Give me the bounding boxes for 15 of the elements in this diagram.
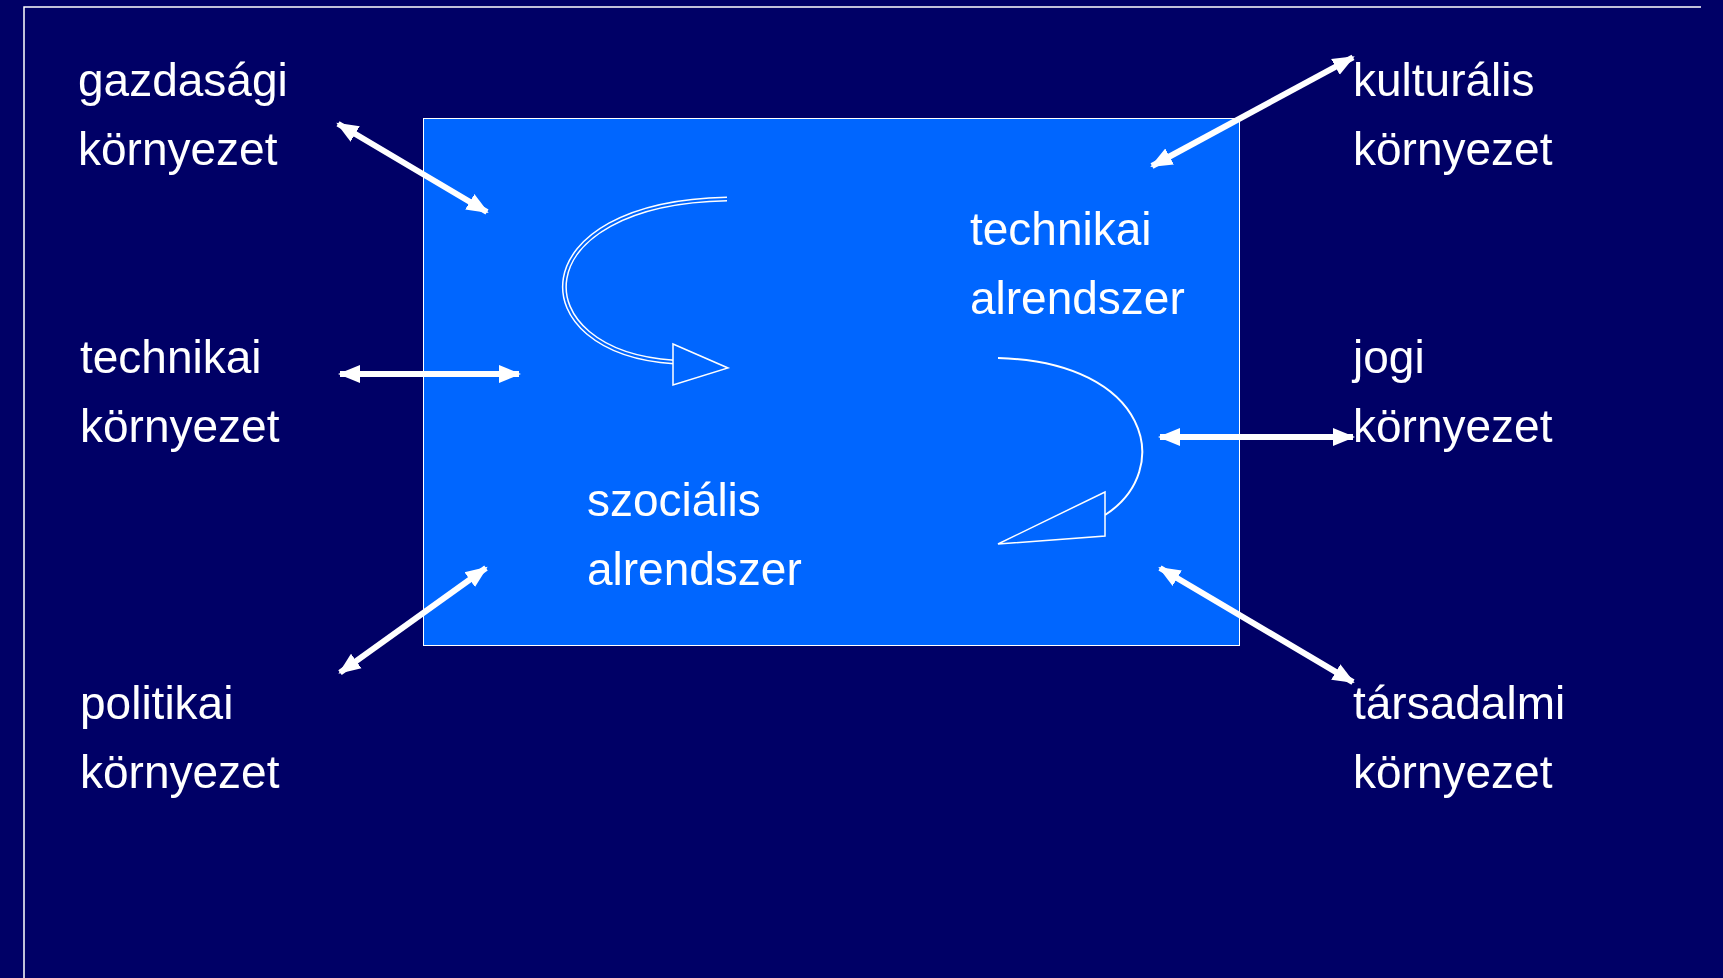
double-arrow bbox=[338, 365, 521, 383]
double-arrow bbox=[1158, 428, 1355, 446]
double-arrow bbox=[1158, 565, 1355, 685]
environment-label: társadalmi környezet bbox=[1353, 676, 1567, 800]
subsystem-label: technikai alrendszer bbox=[970, 202, 1186, 326]
double-arrow bbox=[1150, 54, 1355, 169]
environment-label: technikai környezet bbox=[80, 330, 281, 454]
double-arrow bbox=[338, 565, 488, 676]
environment-label: politikai környezet bbox=[80, 676, 281, 800]
subsystem-label: szociális alrendszer bbox=[587, 473, 803, 597]
double-arrow bbox=[336, 121, 489, 215]
environment-label: gazdasági környezet bbox=[78, 53, 289, 177]
environment-label: kulturális környezet bbox=[1353, 53, 1554, 177]
system-box bbox=[423, 118, 1240, 646]
environment-label: jogi környezet bbox=[1353, 330, 1554, 454]
